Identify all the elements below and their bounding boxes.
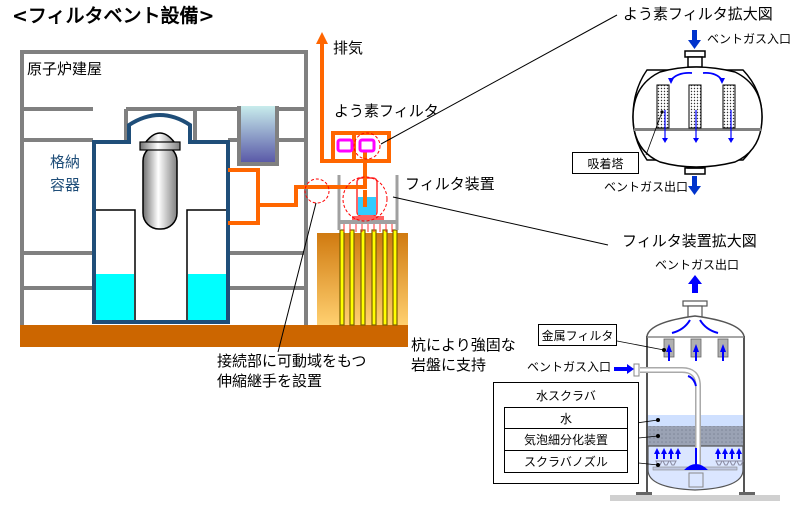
pile-note-line2: 岩盤に支持 <box>411 356 487 374</box>
water-scrubber-heading: 水スクラバ <box>536 388 596 403</box>
exhaust-label: 排気 <box>333 39 364 57</box>
filter-device-enclosure <box>337 175 399 232</box>
iodine-filter-detail-drawing <box>632 50 763 175</box>
vent-piping <box>228 40 391 225</box>
iodine-filter-label: よう素フィルタ <box>334 102 439 120</box>
adsorber-label: 吸着塔 <box>587 156 624 171</box>
water-scrubber-item-water: 水 <box>504 407 628 429</box>
containment-vessel-label-line1: 格納 <box>50 153 81 171</box>
highlight-circles <box>304 132 388 222</box>
filter-device-detail-drawing <box>610 275 780 501</box>
joint-note-line2: 伸縮継手を設置 <box>217 372 323 390</box>
filter-device-outlet-label: ベントガス出口 <box>655 258 740 272</box>
iodine-inlet-arrow-icon <box>688 30 701 49</box>
filter-device-detail-title: フィルタ装置拡大図 <box>622 232 757 250</box>
pile-note-line1: 杭により強固な <box>411 336 516 354</box>
reactor-pressure-vessel <box>139 132 181 230</box>
reactor-building-label: 原子炉建屋 <box>27 60 103 78</box>
containment-vessel-label-line2: 容器 <box>50 176 81 194</box>
leader-lines <box>277 14 618 353</box>
iodine-inlet-label: ベントガス入口 <box>707 32 792 46</box>
iodine-outlet-arrow-icon <box>688 176 701 195</box>
ground-slab <box>20 325 408 347</box>
iodine-filter-detail-title: よう素フィルタ拡大図 <box>623 5 773 23</box>
piles <box>339 229 398 326</box>
iodine-filter-units <box>336 138 376 153</box>
adsorber-label-box: 吸着塔 <box>572 152 639 174</box>
water-scrubber-item-nozzle: スクラバノズル <box>504 451 628 473</box>
metal-filter-label: 金属フィルタ <box>541 328 614 343</box>
metal-filter-label-box: 金属フィルタ <box>538 324 617 346</box>
joint-note-line1: 接続部に可動域をもつ <box>217 352 367 370</box>
filter-device-inlet-label: ベントガス入口 <box>527 360 612 374</box>
water-scrubber-legend: 水スクラバ 水 気泡細分化装置 スクラバノズル <box>493 382 639 484</box>
fuel-pool <box>237 106 279 166</box>
exhaust-arrow-icon <box>316 32 328 44</box>
page-title: <フィルタベント設備> <box>12 5 215 27</box>
water-scrubber-item-bubble-device: 気泡細分化装置 <box>504 429 628 451</box>
filter-device-label: フィルタ装置 <box>405 175 495 193</box>
iodine-outlet-label: ベントガス出口 <box>604 180 689 194</box>
